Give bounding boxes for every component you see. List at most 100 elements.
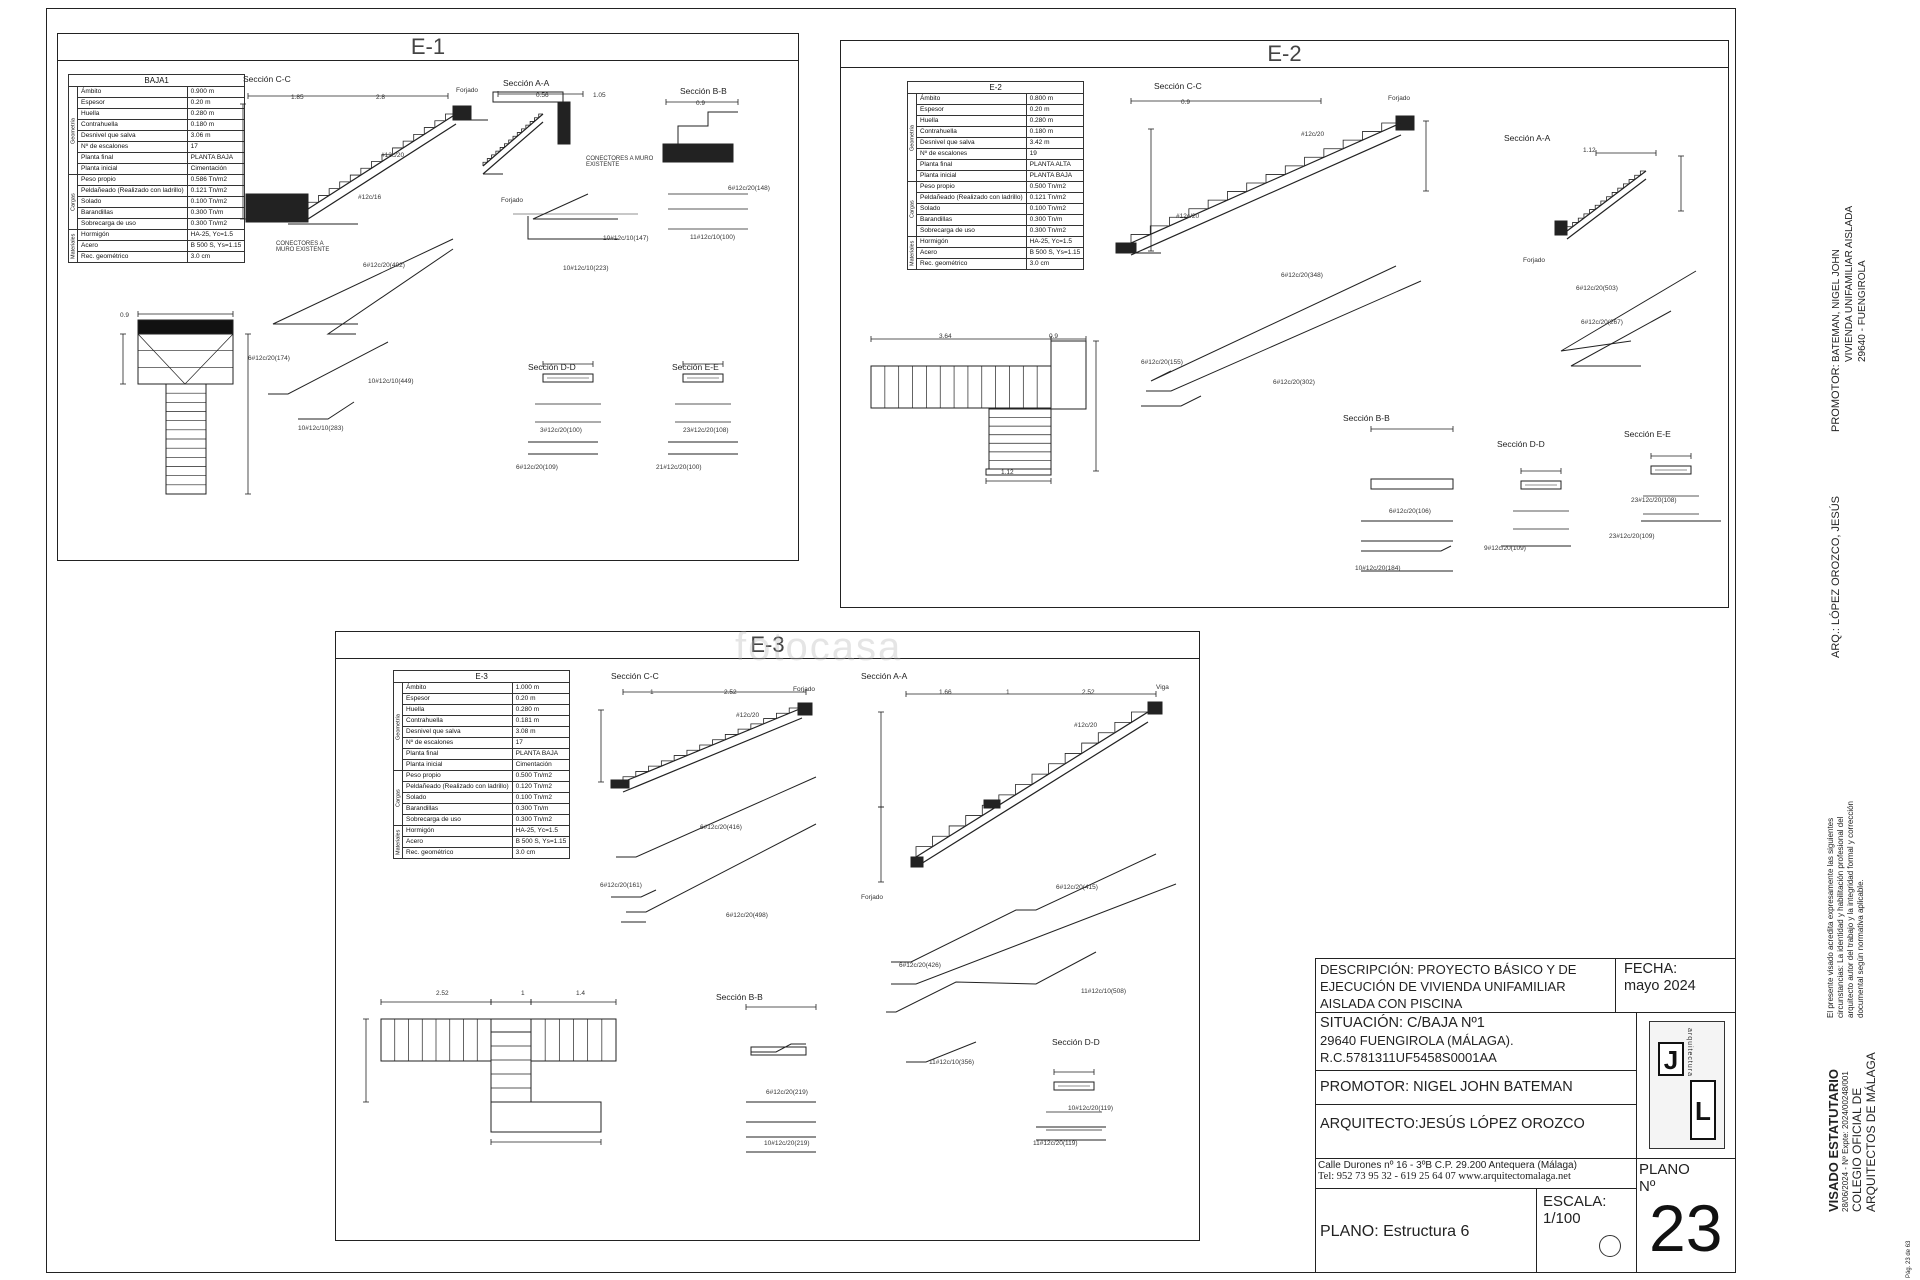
dim-label: 1.85: [291, 94, 304, 101]
rebar-label: 6#12c/20(302): [1273, 379, 1315, 386]
section-label: Sección C-C: [243, 74, 291, 84]
dim-label: 0.9: [120, 312, 130, 319]
rebar-label: 6#12c/20(503): [1576, 285, 1618, 292]
rebar-label: 23#12c/20(108): [1631, 497, 1677, 504]
drawing-rect: [984, 800, 1000, 808]
drawing-path: [1150, 226, 1169, 235]
logo-inner: J L arquitectura: [1649, 1021, 1725, 1149]
section-label: Sección B-B: [1343, 413, 1390, 423]
forjado-label: Forjado: [861, 894, 884, 901]
drawing-rect: [663, 144, 733, 162]
sidebar-architect: ARQ.: LÓPEZ OROZCO, JESÚS: [1830, 496, 1842, 658]
rebar-label: 10#12c/10(223): [563, 265, 609, 272]
drawing-path: [1595, 205, 1601, 209]
scale-value: 1/100: [1543, 1210, 1581, 1227]
drawing-path: [1362, 132, 1381, 141]
drawing-path: [1032, 774, 1049, 784]
drawing-path: [1247, 183, 1266, 192]
drawing-path: [1629, 180, 1635, 184]
drawing-rect: [138, 334, 233, 384]
drawing-path: [500, 147, 504, 151]
rebar-label: #12c/20: [1074, 722, 1098, 729]
rebar-label: #12c/20: [1301, 131, 1325, 138]
drawing-path: [1285, 166, 1304, 175]
drawing-rect: [491, 1032, 531, 1102]
drawing-rect: [1371, 479, 1453, 489]
table-cell: Rec. geométrico: [916, 258, 1027, 270]
drawing-path: [1382, 123, 1401, 132]
rebar-label: 6#12c/20(498): [726, 912, 768, 919]
dim-label: 1.4: [576, 990, 586, 997]
dim-label: 0.9: [696, 100, 706, 107]
drawing-path: [1612, 192, 1618, 196]
rebar-label: 10#12c/20(119): [1068, 1105, 1114, 1112]
rebar-label: #12c/20: [736, 712, 760, 719]
table-cell: 0.500 Tn/m2: [511, 770, 571, 782]
colegio-name: ARQUITECTOS DE MÁLAGA: [1864, 1052, 1878, 1212]
dim-label: 2.8: [376, 94, 386, 101]
drawing-path: [414, 134, 425, 141]
rebar-label: 6#12c/20(415): [1056, 884, 1098, 891]
dim-label: 2.52: [724, 689, 737, 696]
rebar-label: 6#12c/20(492): [363, 262, 405, 269]
drawing-path: [891, 854, 1156, 962]
rebar-label: 9#12c/20(109): [1484, 545, 1526, 552]
drawing-path: [1601, 201, 1607, 205]
dim-label: 0.56: [536, 92, 549, 99]
colegio-name: COLEGIO OFICIAL DE: [1850, 1087, 1864, 1212]
drawing-path: [1571, 311, 1671, 366]
drawing-path: [522, 129, 526, 133]
table-cell: 3.0 cm: [511, 847, 571, 859]
table-row: Peldañeado (Realizado con ladrillo)0.121…: [908, 192, 1085, 204]
drawing-path: [361, 168, 372, 175]
promoter-name: PROMOTOR: NIGEL JOHN BATEMAN: [1320, 1079, 1573, 1095]
plano-number-cell: PLANO Nº 23: [1636, 1159, 1735, 1272]
plan-name-cell: PLANO: Estructura 6: [1316, 1189, 1536, 1272]
drawing-line: [308, 124, 456, 219]
rebar-label: 10#12c/20(184): [1355, 565, 1401, 572]
architect-name: ARQUITECTO:JESÚS LÓPEZ OROZCO: [1320, 1116, 1585, 1132]
logo-letter-j: J: [1658, 1042, 1684, 1076]
dim-label: 2.52: [1082, 689, 1095, 696]
drawing-path: [1361, 546, 1451, 551]
promotor-line: 29640 - FUENGIROLA: [1857, 260, 1868, 362]
drawing-line: [1131, 135, 1401, 255]
viga-label: Viga: [1156, 684, 1169, 691]
drawing-rect: [1148, 702, 1162, 714]
rebar-label: 23#12c/20(109): [1609, 533, 1655, 540]
drawing-path: [886, 952, 1096, 1012]
plano-number: 23: [1649, 1191, 1723, 1265]
visado-block: VISADO ESTATUTARIO 28/06/2024 - Nº Expte…: [1826, 1012, 1878, 1212]
location-line: SITUACIÓN: C/BAJA Nº1: [1320, 1015, 1485, 1031]
rebar-label: 6#12c/20(267): [1581, 319, 1623, 326]
drawing-path: [1584, 214, 1590, 218]
drawing-path: [496, 151, 500, 155]
rebar-label: 23#12c/20(108): [683, 427, 729, 434]
drawing-path: [687, 750, 700, 755]
rebar-label: 6#12c/20(161): [600, 882, 642, 889]
drawing-path: [1131, 234, 1150, 243]
dim-label: 1.12: [1583, 147, 1596, 154]
promoter-cell: PROMOTOR: NIGEL JOHN BATEMAN: [1316, 1071, 1636, 1105]
drawing-rect: [558, 102, 570, 144]
drawing-path: [328, 249, 453, 334]
rebar-label: 3#12c/20(100): [540, 427, 582, 434]
rebar-label: 6#12c/20(426): [899, 962, 941, 969]
drawing-line: [138, 334, 185, 384]
drawing-rect: [491, 1019, 531, 1032]
structural-drawing: [336, 632, 1201, 1242]
visado-text: El presente visado acredita expresamente…: [1826, 801, 1865, 1018]
drawing-path: [1567, 227, 1573, 231]
